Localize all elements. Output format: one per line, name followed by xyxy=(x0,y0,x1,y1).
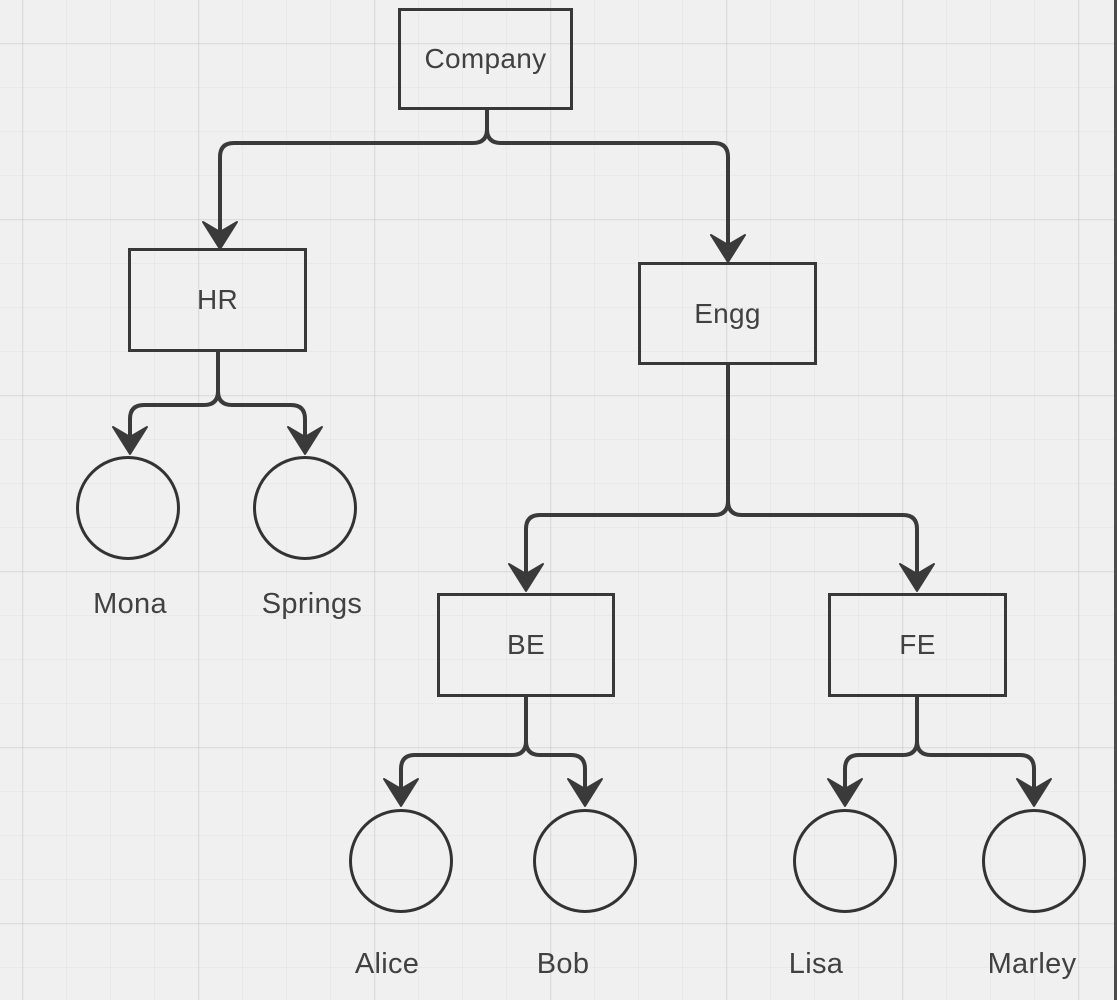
node-springs[interactable] xyxy=(253,456,357,560)
node-alice-label: Alice xyxy=(354,948,420,980)
node-mona-label: Mona xyxy=(93,588,167,620)
node-company[interactable]: Company xyxy=(398,8,573,110)
edge-fe-marley-arrowhead xyxy=(1016,778,1052,807)
node-fe[interactable]: FE xyxy=(828,593,1007,697)
edge-company-engg-arrowhead xyxy=(710,234,746,263)
edge-fe-marley[interactable] xyxy=(915,697,1036,788)
edge-engg-be[interactable] xyxy=(524,365,730,573)
edge-engg-fe-arrowhead xyxy=(899,563,935,592)
edge-company-engg[interactable] xyxy=(485,110,730,244)
edge-fe-lisa[interactable] xyxy=(843,697,919,788)
node-springs-label: Springs xyxy=(261,588,363,620)
edge-hr-springs-arrowhead xyxy=(287,426,323,455)
node-alice[interactable] xyxy=(349,809,453,913)
node-lisa[interactable] xyxy=(793,809,897,913)
edge-company-hr-arrowhead xyxy=(202,221,238,250)
node-fe-label: FE xyxy=(899,629,936,660)
node-engg-label: Engg xyxy=(694,297,761,329)
node-bob-label: Bob xyxy=(536,948,590,980)
node-bob[interactable] xyxy=(533,809,637,913)
edge-fe-lisa-arrowhead xyxy=(827,778,863,807)
edge-engg-fe[interactable] xyxy=(726,365,919,573)
node-hr[interactable]: HR xyxy=(128,248,307,352)
node-be[interactable]: BE xyxy=(437,593,615,697)
node-company-label: Company xyxy=(424,43,547,74)
node-lisa-label: Lisa xyxy=(788,948,844,980)
node-engg[interactable]: Engg xyxy=(638,262,817,365)
node-hr-label: HR xyxy=(196,284,239,315)
edge-engg-be-arrowhead xyxy=(508,563,544,592)
node-be-label: BE xyxy=(507,629,545,660)
edge-be-bob[interactable] xyxy=(524,697,587,788)
edge-be-bob-arrowhead xyxy=(567,778,603,807)
node-marley-label: Marley xyxy=(987,948,1077,980)
edge-be-alice-arrowhead xyxy=(383,778,419,807)
edge-company-hr[interactable] xyxy=(218,110,489,231)
edge-hr-mona[interactable] xyxy=(128,352,220,436)
right-edge-line xyxy=(1114,0,1117,1000)
edge-hr-mona-arrowhead xyxy=(112,426,148,455)
node-marley[interactable] xyxy=(982,809,1086,913)
edge-be-alice[interactable] xyxy=(399,697,528,788)
edge-hr-springs[interactable] xyxy=(216,352,307,436)
node-mona[interactable] xyxy=(76,456,180,560)
